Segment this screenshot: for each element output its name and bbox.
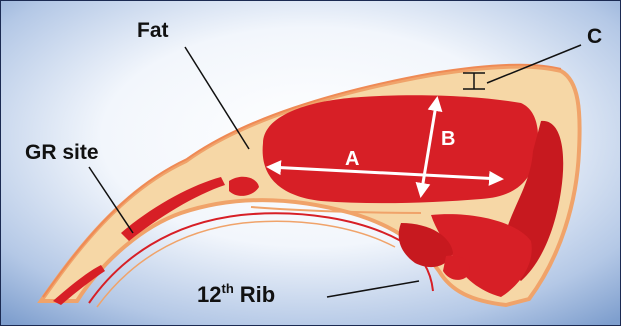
rib-number: 12 [197,282,221,307]
eye-muscle [263,95,538,203]
rib-word: Rib [240,282,275,307]
a-label: A [345,148,359,170]
gr-site-label: GR site [25,141,99,164]
fat-label: Fat [137,19,169,42]
rib-suffix: th [221,281,233,296]
c-label: C [587,25,602,48]
b-label: B [441,128,455,150]
